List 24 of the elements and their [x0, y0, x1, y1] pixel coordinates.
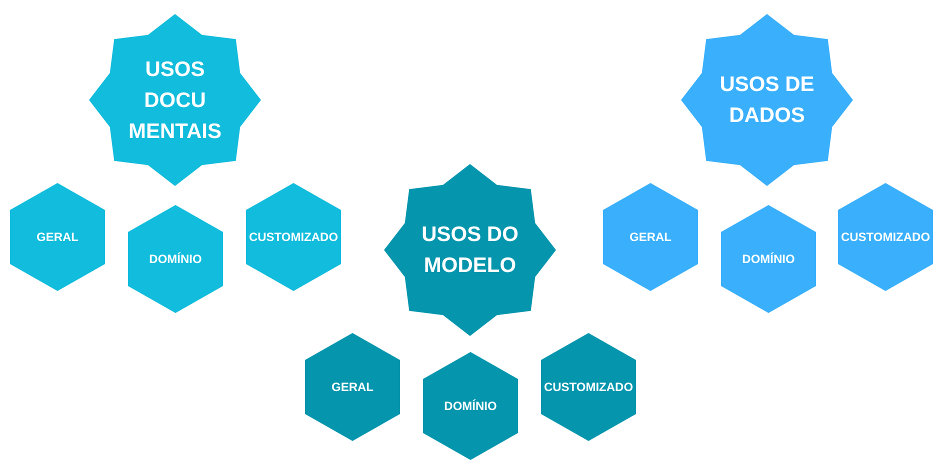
node-label: USOS DE DADOS [718, 72, 816, 129]
hexagon-shape [305, 333, 400, 441]
node-label: DOMÍNIO [742, 252, 795, 266]
hexagon-shape [423, 352, 518, 460]
hexagon-shape [721, 205, 816, 313]
node-label: GERAL [332, 380, 374, 394]
octagram-shape [384, 164, 556, 336]
hexagon-shape [838, 183, 933, 291]
hexagon-shape [541, 333, 636, 441]
hexagon-shape [10, 183, 105, 291]
node-label: DOMÍNIO [149, 252, 202, 266]
hexagon-shape [603, 183, 698, 291]
node-label: DOMÍNIO [444, 399, 497, 413]
hexagon-shape [246, 183, 341, 291]
node-label: CUSTOMIZADO [840, 230, 930, 244]
node-label: GERAL [36, 230, 78, 244]
node-label: CUSTOMIZADO [248, 230, 338, 244]
node-label: CUSTOMIZADO [544, 380, 634, 394]
node-label: USOS DO MODELO [420, 222, 520, 279]
node-label: USOS DOCU MENTAIS [128, 56, 222, 144]
node-label: GERAL [630, 230, 672, 244]
hexagon-shape [128, 205, 223, 313]
octagram-shape [681, 14, 853, 186]
octagram-shape [89, 14, 261, 186]
